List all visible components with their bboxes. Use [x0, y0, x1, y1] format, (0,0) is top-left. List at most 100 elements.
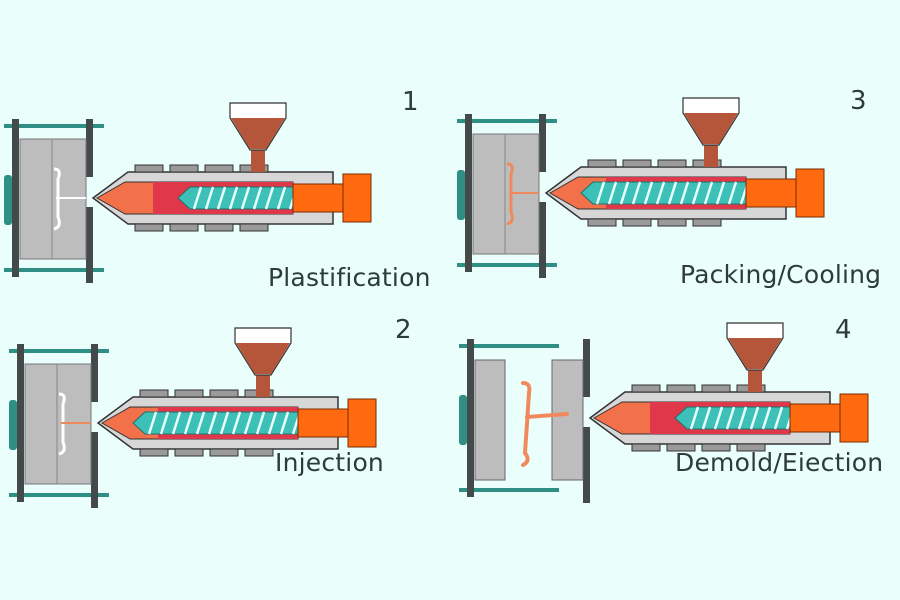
- fixed-platen-top: [91, 344, 98, 402]
- heater-band: [244, 448, 274, 457]
- tie-bar-bottom: [9, 493, 109, 497]
- heater-band: [587, 218, 617, 227]
- machine-diagram-plastification: [4, 102, 372, 283]
- pellets: [684, 113, 738, 144]
- tie-bar-bottom: [459, 488, 559, 492]
- fixed-platen-top: [86, 119, 93, 177]
- hopper-throat: [748, 370, 762, 392]
- screw-flight: [264, 186, 275, 210]
- screw-flight: [703, 181, 714, 205]
- screw-flight: [737, 406, 748, 430]
- screw-flight: [147, 411, 158, 435]
- screw-flight: [607, 181, 618, 205]
- pellets: [728, 338, 782, 369]
- ejected-part: [521, 381, 569, 467]
- mold-half-moving: [474, 359, 506, 481]
- screw-flight: [219, 411, 230, 435]
- heater-band: [587, 159, 617, 168]
- clamp-cylinder: [9, 400, 17, 450]
- moving-platen: [465, 114, 472, 272]
- step-number: 1: [402, 87, 419, 117]
- screw-flight: [725, 406, 736, 430]
- hopper-throat: [256, 375, 270, 397]
- heater-band: [631, 443, 661, 452]
- screw-flight: [679, 181, 690, 205]
- screw-flight: [713, 406, 724, 430]
- screw-flight: [691, 181, 702, 205]
- heater-band: [657, 159, 687, 168]
- screw-flight: [231, 411, 242, 435]
- heater-band: [666, 443, 696, 452]
- step-caption: Packing/Cooling: [680, 260, 882, 289]
- screw-flight: [216, 186, 227, 210]
- screw-flight: [243, 411, 254, 435]
- fixed-platen-bottom: [539, 202, 546, 278]
- heater-band: [657, 218, 687, 227]
- screw-flight: [204, 186, 215, 210]
- screw-flight: [643, 181, 654, 205]
- heater-band: [736, 443, 766, 452]
- screw-flight: [195, 411, 206, 435]
- moving-platen: [467, 339, 474, 497]
- screw-flight: [267, 411, 278, 435]
- moving-platen: [12, 119, 19, 277]
- pellets: [231, 118, 285, 149]
- screw-flight: [252, 186, 263, 210]
- screw-flight: [228, 186, 239, 210]
- moving-platen: [17, 344, 24, 502]
- screw-flight: [667, 181, 678, 205]
- tie-bar-top: [9, 349, 109, 353]
- step-number: 2: [395, 315, 412, 345]
- ram: [745, 178, 797, 208]
- panel-packing-cooling: 3 Packing/Cooling: [453, 80, 900, 310]
- tie-bar-top: [457, 119, 557, 123]
- fixed-platen-top: [539, 114, 546, 172]
- heater-band: [209, 389, 239, 398]
- heater-band: [204, 223, 234, 232]
- heater-band: [701, 384, 731, 393]
- heater-band: [209, 448, 239, 457]
- screw-flight: [749, 406, 760, 430]
- heater-band: [631, 384, 661, 393]
- screw-flight: [761, 406, 772, 430]
- screw-flight: [727, 181, 738, 205]
- heater-band: [169, 223, 199, 232]
- screw-flight: [240, 186, 251, 210]
- heater-band: [701, 443, 731, 452]
- screw-flight: [655, 181, 666, 205]
- fixed-platen-bottom: [86, 207, 93, 283]
- clamp-cylinder: [457, 170, 465, 220]
- clamp-cylinder: [4, 175, 12, 225]
- machine-diagram-ejection: [459, 322, 869, 503]
- tie-bar-top: [459, 344, 559, 348]
- clamp-cylinder: [459, 395, 467, 445]
- screw-flight: [159, 411, 170, 435]
- fixed-platen-top: [583, 339, 590, 397]
- ram: [297, 408, 349, 438]
- screw-flight: [689, 406, 700, 430]
- tie-bar-bottom: [4, 268, 104, 272]
- mold-half-fixed: [551, 359, 584, 481]
- screw-flight: [192, 186, 203, 210]
- heater-band: [239, 223, 269, 232]
- ram-head: [839, 393, 869, 443]
- heater-band: [134, 164, 164, 173]
- heater-band: [666, 384, 696, 393]
- step-caption: Injection: [275, 448, 384, 477]
- step-caption: Plastification: [268, 263, 431, 292]
- heater-band: [174, 389, 204, 398]
- tie-bar-top: [4, 124, 104, 128]
- screw-flight: [701, 406, 712, 430]
- heater-band: [692, 218, 722, 227]
- panel-demold-ejection: 4 Demold/Eiection: [455, 305, 900, 535]
- screw-flight: [773, 406, 784, 430]
- heater-band: [139, 448, 169, 457]
- heater-band: [174, 448, 204, 457]
- hopper-throat: [251, 150, 265, 172]
- heater-band: [204, 164, 234, 173]
- machine-diagram-packing: [457, 97, 825, 278]
- ram: [789, 403, 841, 433]
- screw-flight: [255, 411, 266, 435]
- fixed-platen-bottom: [91, 432, 98, 508]
- screw-flight: [279, 411, 290, 435]
